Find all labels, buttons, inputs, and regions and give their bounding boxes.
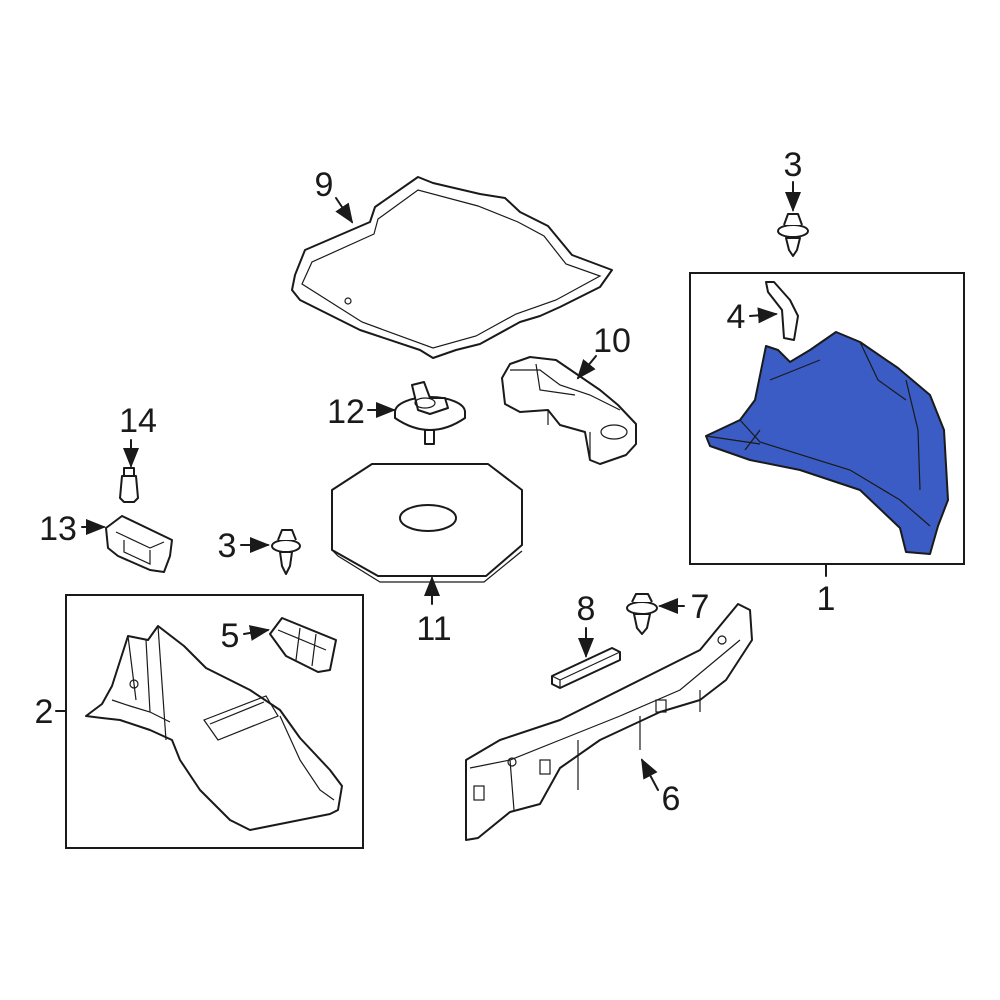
part-8-strip[interactable]: [551, 647, 621, 689]
callout-4: 4: [727, 298, 746, 336]
part-5-mount-pad[interactable]: [269, 617, 337, 673]
part-10-foam-holder[interactable]: [501, 356, 637, 465]
highlight-fill: [705, 331, 949, 555]
part-14-bulb[interactable]: [119, 467, 139, 503]
part-13-lamp-housing[interactable]: [105, 515, 173, 573]
part-2-trunk-trim-left[interactable]: [85, 625, 343, 831]
part-4-bracket[interactable]: [765, 281, 799, 341]
part-9-trunk-mat[interactable]: [291, 176, 613, 359]
part-3-clip-right[interactable]: [777, 213, 809, 257]
part-6-rear-panel[interactable]: [465, 603, 753, 841]
part-7-clip[interactable]: [626, 593, 658, 635]
callout-12: 12: [327, 393, 365, 431]
callout-14: 14: [119, 402, 157, 440]
part-3-clip-left[interactable]: [271, 529, 301, 575]
callout-2: 2: [35, 693, 54, 731]
callout-8: 8: [577, 590, 596, 628]
callout-1: 1: [817, 580, 836, 618]
part-1-trunk-trim-highlight[interactable]: [705, 331, 949, 555]
callout-10: 10: [593, 322, 631, 360]
callout-13: 13: [39, 510, 77, 548]
callout-9: 9: [315, 166, 334, 204]
callout-11: 11: [416, 610, 451, 648]
callout-7: 7: [691, 588, 710, 626]
box-part-2: [65, 594, 364, 849]
part-12-wing-nut[interactable]: [394, 381, 466, 445]
callout-3-right: 3: [784, 146, 803, 184]
callout-3-left: 3: [218, 527, 237, 565]
callout-6: 6: [662, 780, 681, 818]
callout-5: 5: [221, 617, 240, 655]
part-11-tire-cover[interactable]: [331, 463, 523, 583]
